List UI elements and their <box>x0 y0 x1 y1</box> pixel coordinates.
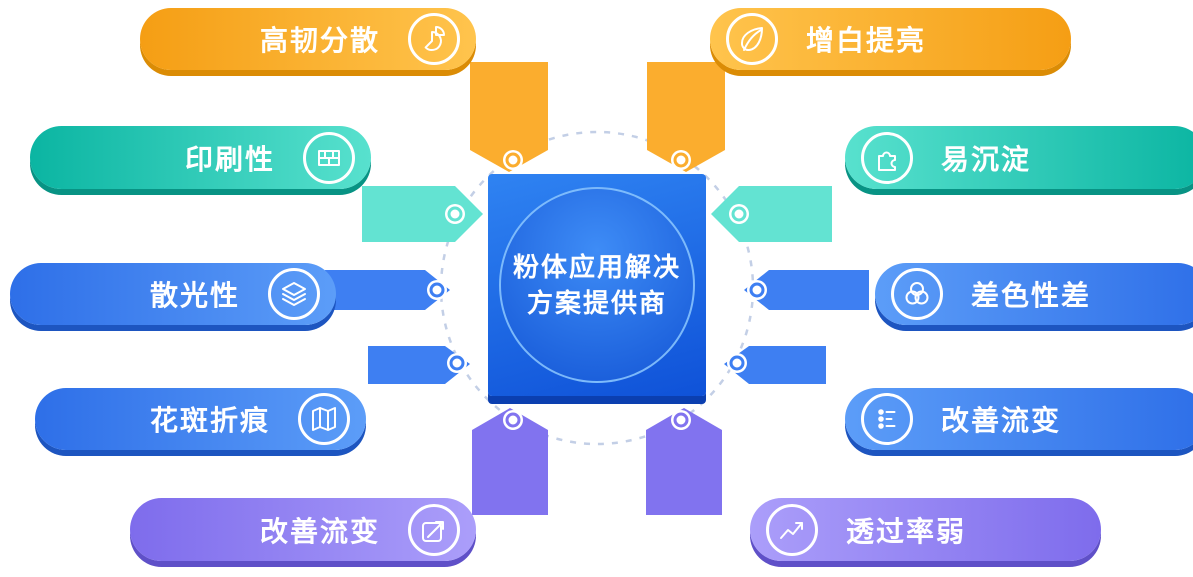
node-dot <box>505 412 521 428</box>
node-dot <box>505 152 521 168</box>
leaf-icon <box>726 13 778 65</box>
pill-label: 易沉淀 <box>941 143 1032 175</box>
pill-label: 散光性 <box>149 280 240 311</box>
pill-right-3: 差色性差 <box>875 263 1193 325</box>
center-box: 粉体应用解决 方案提供商 <box>488 174 706 396</box>
pill-label: 改善流变 <box>941 405 1062 436</box>
ribbon-bottom-left <box>472 408 548 515</box>
line-chart-icon <box>766 503 818 556</box>
pill-right-2: 易沉淀 <box>845 126 1193 189</box>
pill-label: 差色性差 <box>971 280 1092 311</box>
ribbon-upper-left <box>362 186 483 242</box>
pill-right-5: 透过率弱 <box>750 498 1101 561</box>
ribbon-upper-right <box>711 186 832 242</box>
puzzle-icon <box>861 131 913 184</box>
pill-left-4: 花斑折痕 <box>35 388 366 450</box>
pill-right-1: 增白提亮 <box>710 8 1071 70</box>
node-dot <box>731 206 747 222</box>
pill-right-4: 改善流变 <box>845 388 1193 450</box>
ribbon-top-left <box>470 62 548 172</box>
pill-label: 改善流变 <box>259 515 380 547</box>
ribbon-mid-right <box>744 270 869 310</box>
trend-arrow-box-icon <box>408 503 460 556</box>
node-dot <box>673 412 689 428</box>
ribbon-top-right <box>647 62 725 172</box>
pill-label: 增白提亮 <box>806 25 927 56</box>
pill-label: 印刷性 <box>184 143 275 175</box>
ribbon-bottom-right <box>646 408 722 515</box>
node-dot <box>729 355 745 371</box>
pill-label: 高韧分散 <box>259 25 380 56</box>
node-dot <box>447 206 463 222</box>
pill-left-1: 高韧分散 <box>140 8 476 70</box>
ribbon-mid-left <box>325 270 450 310</box>
ribbon-lower-right <box>724 346 826 384</box>
pill-label: 花斑折痕 <box>149 405 270 436</box>
ribbon-lower-left <box>368 346 470 384</box>
center-title-line1: 粉体应用解决 <box>512 251 681 282</box>
node-dot <box>673 152 689 168</box>
folded-map-icon <box>298 393 350 445</box>
color-circles-icon <box>891 268 943 320</box>
pill-left-5: 改善流变 <box>130 498 476 561</box>
node-dot <box>429 282 445 298</box>
pill-label: 透过率弱 <box>846 515 967 547</box>
pie-chart-icon <box>408 13 460 65</box>
center-title-line2: 方案提供商 <box>526 288 667 318</box>
center-circle: 粉体应用解决 方案提供商 <box>499 187 695 383</box>
flow-tune-icon <box>861 393 913 445</box>
node-dot <box>449 355 465 371</box>
pill-left-2: 印刷性 <box>30 126 371 189</box>
layers-icon <box>268 268 320 320</box>
node-dot <box>749 282 765 298</box>
pill-left-3: 散光性 <box>10 263 336 325</box>
print-bricks-icon <box>303 131 355 184</box>
